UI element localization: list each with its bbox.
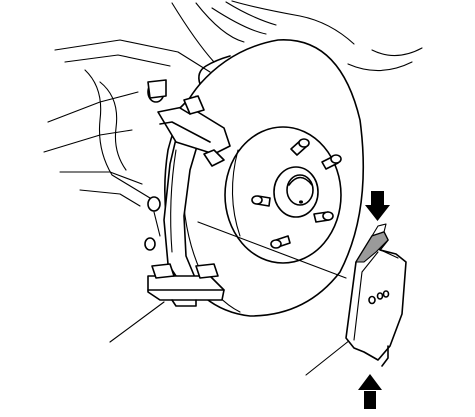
wheel-stud-5 (270, 235, 291, 249)
wheel-stud-3 (313, 211, 334, 223)
hub-spindle (273, 166, 319, 218)
caliper-top-mount (144, 79, 231, 251)
suspension-background (43, 0, 423, 207)
wheel-stud-4 (251, 195, 271, 207)
brake-pad (345, 223, 407, 367)
arrow-up-icon (358, 374, 382, 409)
caliper-bracket (144, 79, 231, 307)
wheel-stud-1 (290, 138, 310, 156)
leader-lines (109, 221, 351, 376)
wheel-hub (224, 126, 342, 264)
caliper-bottom-mount (147, 263, 225, 307)
arrow-down-icon (365, 191, 390, 221)
wheel-stud-2 (321, 154, 342, 170)
